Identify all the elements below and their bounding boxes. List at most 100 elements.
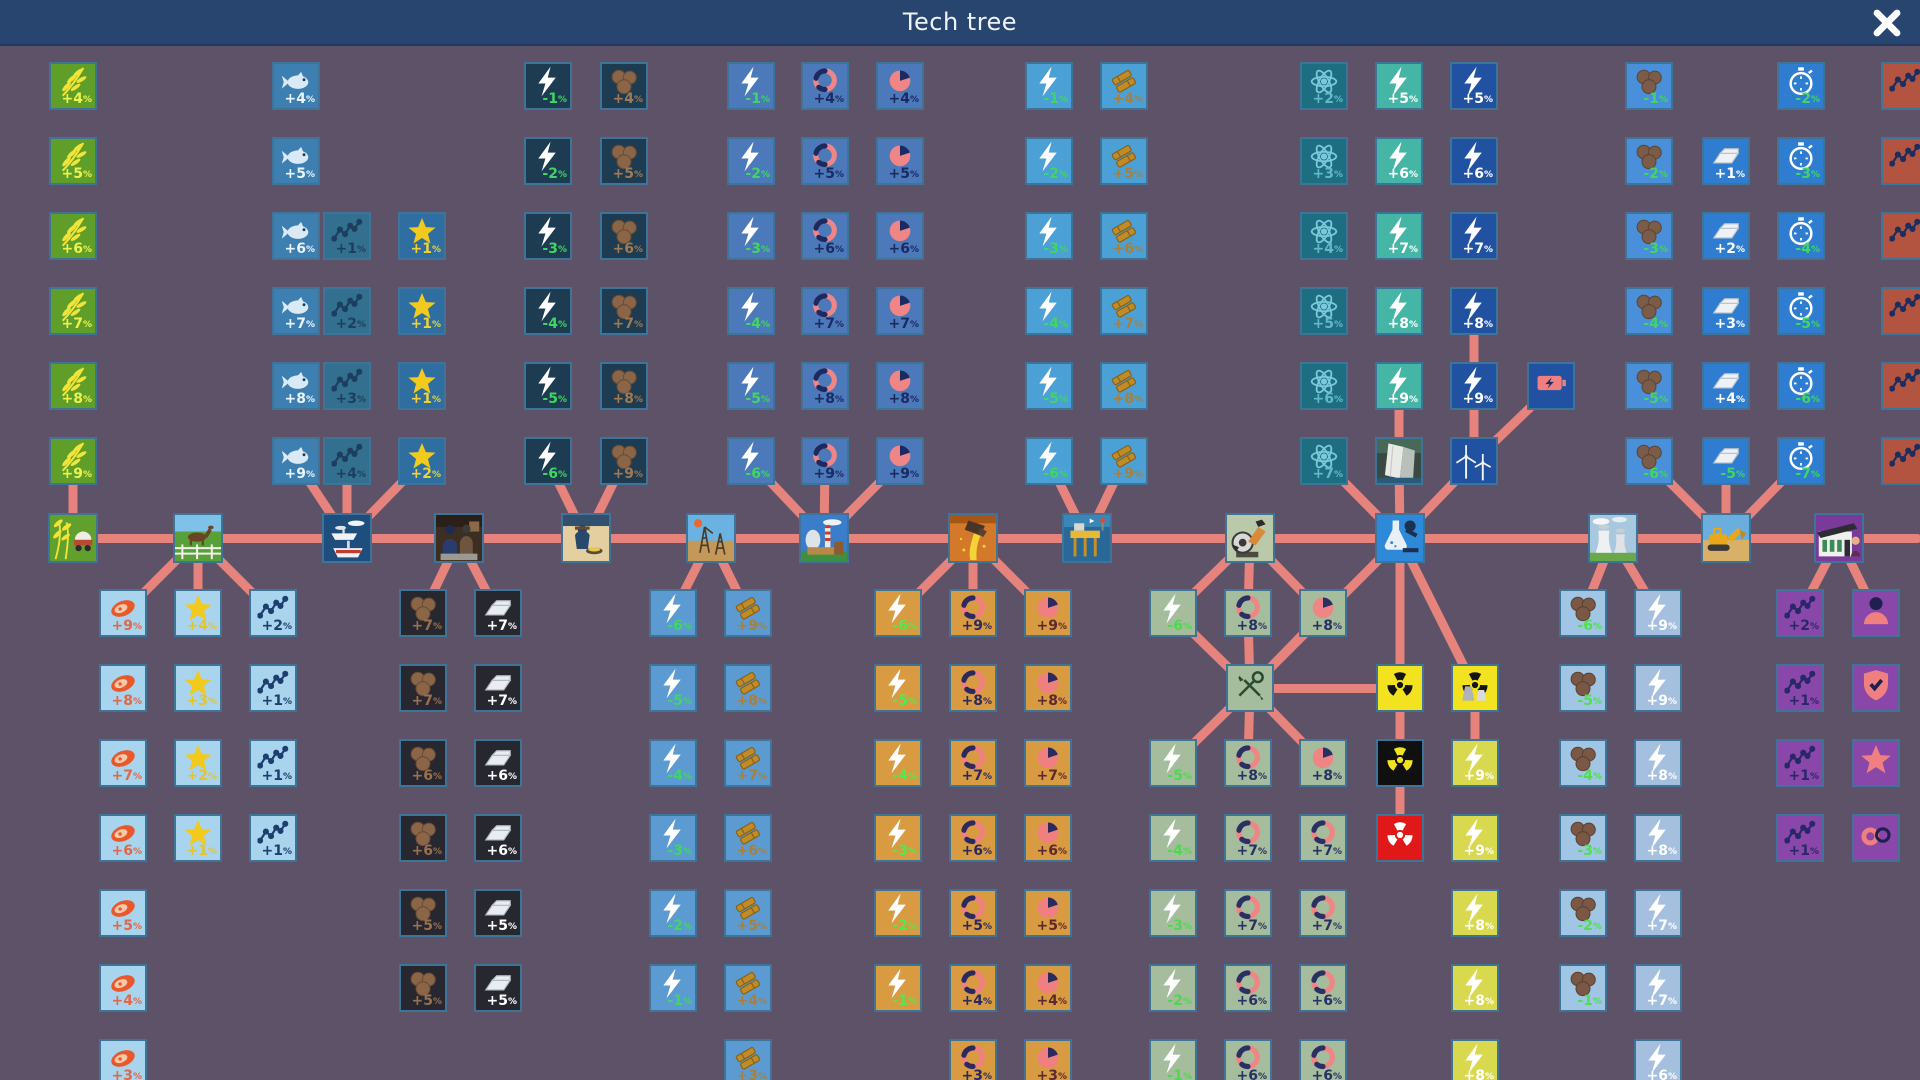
coal-bonus-dark[interactable]: +5%	[600, 137, 648, 185]
wheat-bonus[interactable]: +6%	[49, 212, 97, 260]
power-cost-dark[interactable]: -1%	[524, 62, 572, 110]
efficiency-donut-amber[interactable]: +4%	[949, 964, 997, 1012]
share-pie-upper[interactable]: +7%	[876, 287, 924, 335]
security-perk[interactable]	[1852, 664, 1900, 712]
meat-bonus[interactable]: +8%	[99, 664, 147, 712]
coal-cost-upper[interactable]: -1%	[1625, 62, 1673, 110]
molecule-edge[interactable]	[1881, 137, 1920, 185]
share-pie-amber[interactable]: +5%	[1024, 889, 1072, 937]
wind-power-bonus[interactable]: +5%	[1450, 62, 1498, 110]
meat-bonus[interactable]: +9%	[99, 589, 147, 637]
power-cost-amber[interactable]: -2%	[874, 889, 922, 937]
power-cost-dark[interactable]: -5%	[524, 362, 572, 410]
wheat-bonus[interactable]: +7%	[49, 287, 97, 335]
power-cost-med[interactable]: -3%	[727, 212, 775, 260]
power-cost-amber[interactable]: -5%	[874, 664, 922, 712]
barrel-bonus-upper[interactable]: +9%	[1100, 437, 1148, 485]
nuclear-power-bonus[interactable]: +8%	[1451, 964, 1499, 1012]
power-plant-tech[interactable]	[799, 513, 849, 563]
power-cost-med[interactable]: -4%	[727, 287, 775, 335]
meat-bonus[interactable]: +4%	[99, 964, 147, 1012]
atom-bonus[interactable]: +7%	[1300, 437, 1348, 485]
molecule-edge[interactable]	[1881, 362, 1920, 410]
efficiency-donut-amber[interactable]: +5%	[949, 889, 997, 937]
share-pie-upper[interactable]: +9%	[876, 437, 924, 485]
power-cost-dark[interactable]: -2%	[524, 137, 572, 185]
barrel-bonus-upper[interactable]: +5%	[1100, 137, 1148, 185]
nuclear-power-bonus[interactable]: +9%	[1451, 814, 1499, 862]
power-cost-dark[interactable]: -4%	[524, 287, 572, 335]
coal-bonus-dark[interactable]: +7%	[600, 287, 648, 335]
efficiency-donut-sage2[interactable]: +7%	[1299, 814, 1347, 862]
barrel-bonus-lower[interactable]: +3%	[724, 1039, 772, 1080]
stats-bonus-purple[interactable]: +1%	[1776, 739, 1824, 787]
geo-power-bonus[interactable]: +6%	[1634, 1039, 1682, 1080]
build-time-bonus[interactable]: -7%	[1777, 437, 1825, 485]
oil-platform-tech[interactable]	[1062, 513, 1112, 563]
ranch-tech[interactable]	[173, 513, 223, 563]
efficiency-donut-amber[interactable]: +6%	[949, 814, 997, 862]
coal-bonus-dark[interactable]: +6%	[600, 212, 648, 260]
barrel-bonus-lower[interactable]: +9%	[724, 589, 772, 637]
silver-bar-bonus[interactable]: +6%	[474, 739, 522, 787]
power-cost-amber[interactable]: -1%	[874, 964, 922, 1012]
star-bonus-upper[interactable]: +1%	[398, 362, 446, 410]
build-time-bonus[interactable]: -6%	[1777, 362, 1825, 410]
wheat-bonus[interactable]: +8%	[49, 362, 97, 410]
power-cost-med[interactable]: -5%	[727, 362, 775, 410]
wind-turbines-tech[interactable]	[1450, 437, 1498, 485]
stats-bonus-lower[interactable]: +1%	[249, 739, 297, 787]
power-cost-amber[interactable]: -3%	[874, 814, 922, 862]
coal-bonus-dark[interactable]: +9%	[600, 437, 648, 485]
efficiency-donut-upper[interactable]: +7%	[801, 287, 849, 335]
build-time-bonus[interactable]: -2%	[1777, 62, 1825, 110]
stats-bonus-purple[interactable]: +2%	[1776, 589, 1824, 637]
coal-cost-lower[interactable]: -6%	[1559, 589, 1607, 637]
efficiency-donut-amber[interactable]: +8%	[949, 664, 997, 712]
star-bonus-lower[interactable]: +3%	[174, 664, 222, 712]
share-pie-upper[interactable]: +6%	[876, 212, 924, 260]
stats-bonus-lower[interactable]: +1%	[249, 664, 297, 712]
efficiency-donut-sage[interactable]: +6%	[1224, 1039, 1272, 1080]
coal-cost-upper[interactable]: -3%	[1625, 212, 1673, 260]
share-pie-upper[interactable]: +5%	[876, 137, 924, 185]
barrel-bonus-upper[interactable]: +6%	[1100, 212, 1148, 260]
power-cost-sage[interactable]: -5%	[1149, 739, 1197, 787]
citizen-perk[interactable]	[1852, 589, 1900, 637]
wheat-bonus[interactable]: +9%	[49, 437, 97, 485]
hydro-dam-tech[interactable]	[1375, 437, 1423, 485]
share-pie-amber[interactable]: +3%	[1024, 1039, 1072, 1080]
efficiency-donut-upper[interactable]: +4%	[801, 62, 849, 110]
farm-tech[interactable]	[48, 513, 98, 563]
fish-bonus[interactable]: +4%	[272, 62, 320, 110]
wind-power-bonus[interactable]: +9%	[1450, 362, 1498, 410]
atom-bonus[interactable]: +5%	[1300, 287, 1348, 335]
barrel-bonus-lower[interactable]: +7%	[724, 739, 772, 787]
fish-bonus[interactable]: +6%	[272, 212, 320, 260]
power-cost-sage[interactable]: -1%	[1149, 1039, 1197, 1080]
radiation-red-tech[interactable]	[1376, 814, 1424, 862]
close-icon[interactable]	[1870, 6, 1904, 40]
prestige-perk[interactable]	[1852, 739, 1900, 787]
gold-bar-bonus[interactable]: +2%	[1702, 212, 1750, 260]
barrel-bonus-upper[interactable]: +8%	[1100, 362, 1148, 410]
fish-bonus[interactable]: +7%	[272, 287, 320, 335]
star-bonus-lower[interactable]: +1%	[174, 814, 222, 862]
power-cost-sky[interactable]: -1%	[1025, 62, 1073, 110]
silver-bar-bonus[interactable]: +7%	[474, 589, 522, 637]
fish-bonus[interactable]: +9%	[272, 437, 320, 485]
coal-bonus-lower[interactable]: +6%	[399, 814, 447, 862]
gold-bar-bonus[interactable]: +3%	[1702, 287, 1750, 335]
power-cost-blue-lower[interactable]: -2%	[649, 889, 697, 937]
efficiency-donut-amber[interactable]: +9%	[949, 589, 997, 637]
silver-bar-bonus[interactable]: +7%	[474, 664, 522, 712]
excavation-tech[interactable]	[1701, 513, 1751, 563]
fishing-tech[interactable]	[322, 513, 372, 563]
power-cost-blue-lower[interactable]: -3%	[649, 814, 697, 862]
geo-power-bonus[interactable]: +8%	[1634, 739, 1682, 787]
power-cost-med[interactable]: -6%	[727, 437, 775, 485]
atom-bonus[interactable]: +6%	[1300, 362, 1348, 410]
coal-bonus-lower[interactable]: +5%	[399, 964, 447, 1012]
coal-bonus-lower[interactable]: +7%	[399, 589, 447, 637]
build-time-bonus[interactable]: -5%	[1777, 287, 1825, 335]
